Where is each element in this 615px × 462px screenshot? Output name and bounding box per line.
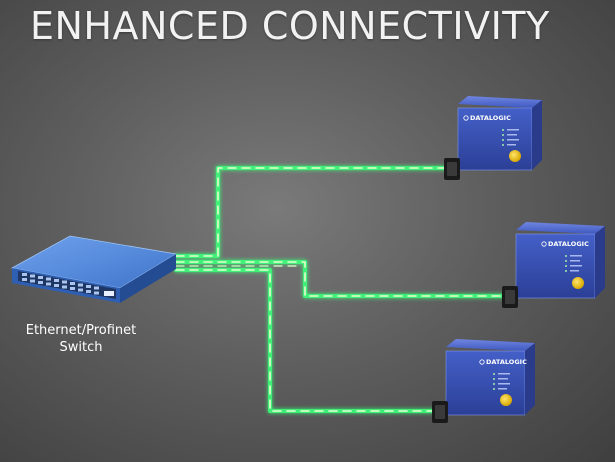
device-3-brand: DATALOGIC	[486, 358, 527, 366]
device-logo-icon	[479, 359, 485, 365]
switch-label-line-1: Ethernet/Profinet	[25, 323, 137, 338]
switch-label: Ethernet/Profinet Switch	[6, 322, 156, 356]
device-logo-icon	[463, 115, 469, 121]
ethernet-switch	[10, 235, 178, 303]
device-lens-icon	[509, 150, 521, 162]
switch-label-line-2: Switch	[59, 340, 103, 355]
switch-port-uplink	[104, 291, 114, 296]
device-logo-icon	[541, 241, 547, 247]
device-2-brand: DATALOGIC	[548, 240, 589, 248]
datalogic-device-3: DATALOGIC	[432, 339, 535, 423]
device-1-brand: DATALOGIC	[470, 114, 511, 122]
device-lens-icon	[500, 394, 512, 406]
cable-to-device-1	[174, 166, 454, 258]
diagram-title: ENHANCED CONNECTIVITY	[30, 4, 550, 48]
cable-to-device-3	[174, 268, 442, 413]
datalogic-device-2: DATALOGIC	[502, 222, 605, 308]
datalogic-device-1: DATALOGIC	[444, 96, 542, 180]
cable-to-device-2	[174, 260, 512, 298]
device-lens-icon	[572, 277, 584, 289]
